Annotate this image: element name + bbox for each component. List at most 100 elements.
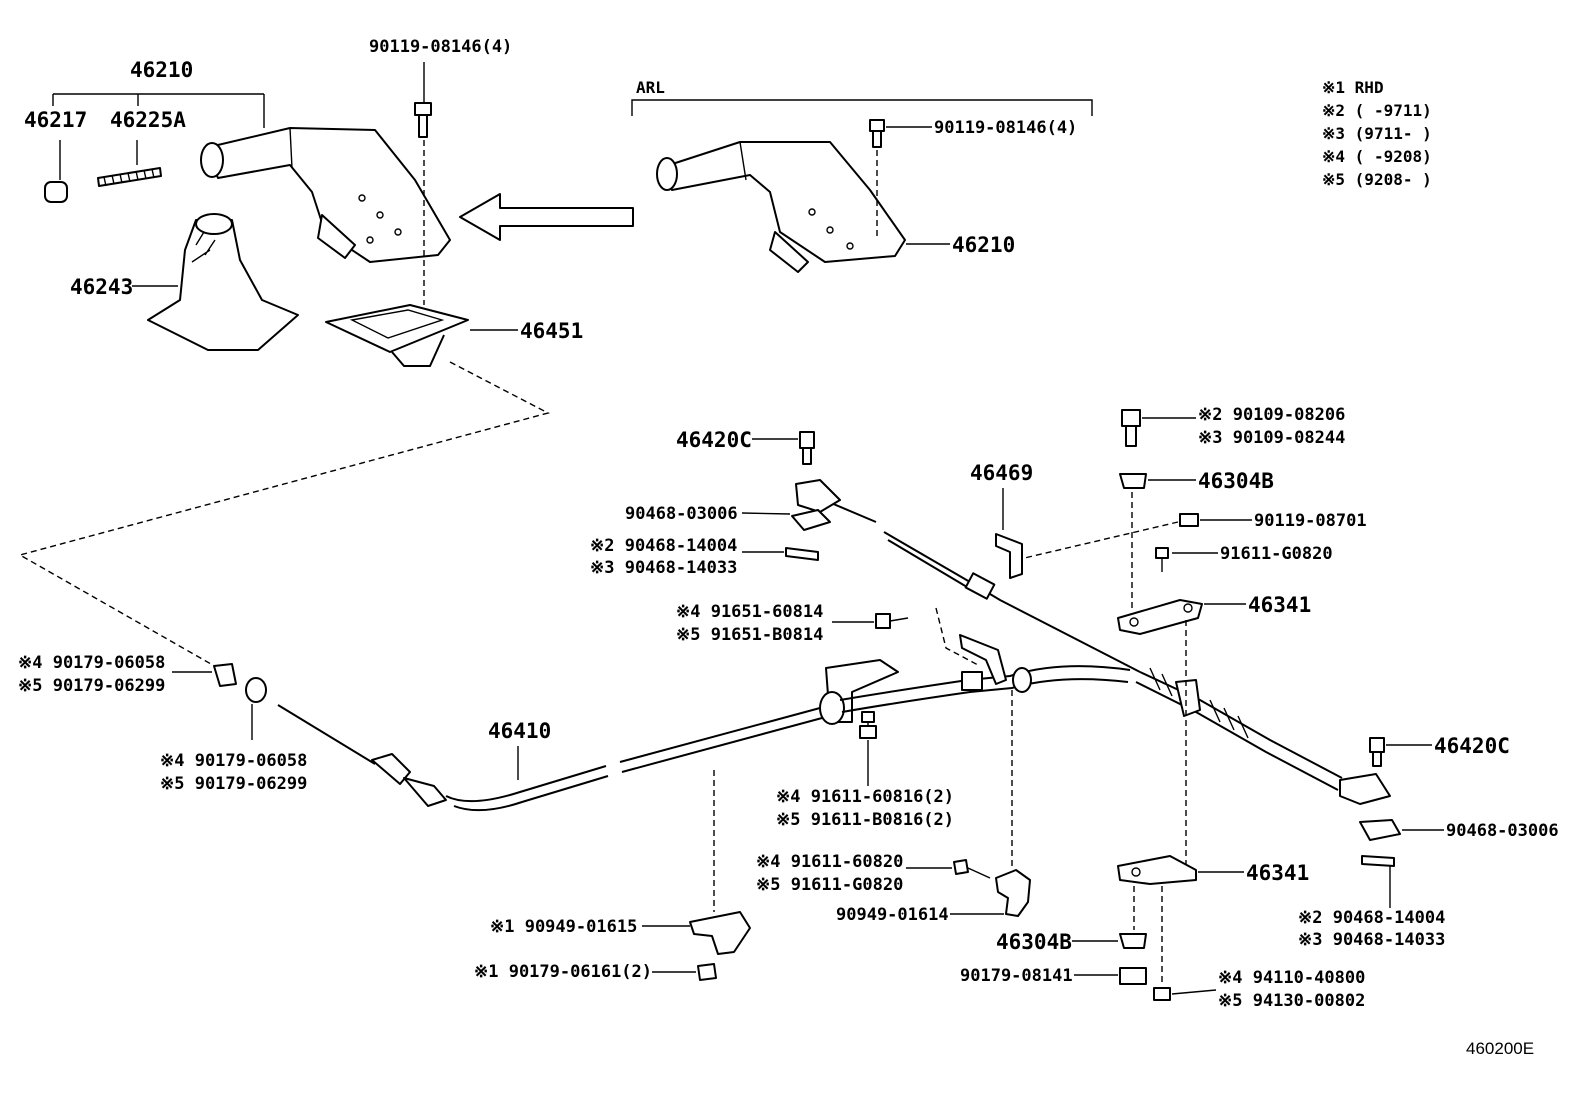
nut-90179-08141 <box>1119 967 1147 985</box>
label-90119-08146-a: 90119-08146(4) <box>369 37 512 57</box>
front-cable-boot <box>371 753 411 785</box>
lower-center-parts: ※4 91611-60816(2) ※5 91611-B0816(2) ※4 9… <box>474 690 1031 982</box>
legend: ※1 RHD ※2 ( -9711) ※3 (9711- ) ※4 ( -920… <box>1322 78 1432 189</box>
label-90179-08141: 90179-08141 <box>960 966 1073 986</box>
label-90468-03006-a: 90468-03006 <box>625 504 738 524</box>
label-46341-a: 46341 <box>1248 593 1311 617</box>
dash-plate-to-cable <box>18 361 550 669</box>
bracket-46341-a-hole <box>1129 617 1139 627</box>
center-cable <box>839 665 1131 713</box>
bracket-46469 <box>995 533 1023 579</box>
dash-90119-08701 <box>1015 521 1179 561</box>
lever-hole-2 <box>376 211 384 219</box>
label-91611-G0820-a: 91611-G0820 <box>1220 544 1333 564</box>
label-46341-b: 46341 <box>1246 861 1309 885</box>
spring-coils <box>103 168 155 187</box>
bolt-91611-60820 <box>953 859 969 875</box>
label-90949-01615: ※1 90949-01615 <box>490 917 637 937</box>
label-46451: 46451 <box>520 319 583 343</box>
cable-coils <box>1149 667 1249 739</box>
label-46420C-a: 46420C <box>676 428 752 452</box>
pin-90468-14004-b <box>1361 855 1395 867</box>
label-46469: 46469 <box>970 461 1033 485</box>
group-bracket-46210 <box>52 93 265 128</box>
bolt-91611-60816-head <box>861 711 875 723</box>
center-cable-collar <box>961 671 983 691</box>
legend-item-3: ※3 (9711- ) <box>1322 124 1432 143</box>
label-46304B-b: 46304B <box>996 930 1072 954</box>
lower-left-grommets: ※4 90179-06058 ※5 90179-06299 ※4 90179-0… <box>18 653 307 794</box>
legend-item-1: ※1 RHD <box>1322 78 1384 97</box>
lever-grip-end <box>200 142 224 178</box>
bolt-90109-shank <box>1125 425 1137 447</box>
lever-46210-arl <box>659 141 906 263</box>
label-90468-03006-b: 90468-03006 <box>1446 821 1559 841</box>
label-46210-top: 46210 <box>130 58 193 82</box>
legend-item-5: ※5 (9208- ) <box>1322 170 1432 189</box>
upper-cable-collar <box>964 572 996 600</box>
bolt-90119-08146-b-shank <box>872 130 882 148</box>
bolt-91651 <box>875 613 891 629</box>
bolt-90119-08146-b-head <box>869 119 885 132</box>
lever-assembly-group: 46210 46217 46225A 90119-08146(4) 46243 <box>18 37 583 669</box>
grommet-46304B-b <box>1119 933 1147 949</box>
legend-item-4: ※4 ( -9208) <box>1322 147 1432 166</box>
label-90109-08206: ※2 90109-08206 <box>1198 405 1345 425</box>
front-cable-sheath-2 <box>619 707 823 773</box>
label-91651-B0814: ※5 91651-B0814 <box>676 625 823 645</box>
label-46304B-a: 46304B <box>1198 469 1274 493</box>
boot-collar <box>195 213 233 235</box>
lever-grip-seam <box>289 127 293 169</box>
equalizer-grommet <box>819 691 845 725</box>
bracket-46341-b <box>1117 855 1197 885</box>
bolt-90109-head <box>1121 409 1141 427</box>
bolt-91611-60820-shank <box>967 867 991 879</box>
center-cable-ring <box>1012 667 1032 693</box>
bolt-91611-60816-washer <box>859 725 877 739</box>
boot-folds <box>191 231 216 263</box>
label-90468-14004-a: ※2 90468-14004 <box>590 536 737 556</box>
grommet-46304B-a <box>1119 473 1147 489</box>
leader-90468-03006-a <box>741 512 791 515</box>
cable-end-clevis-b <box>1339 773 1391 805</box>
cable-end-clevis-a <box>795 479 841 513</box>
lever-hole-4 <box>366 236 374 244</box>
diagram-code: 460200E <box>1466 1039 1534 1058</box>
label-46225A: 46225A <box>110 108 186 132</box>
lever-arl-hole-2 <box>826 226 834 234</box>
nut-94110-40800 <box>1153 987 1171 1001</box>
pin-46420C-b-shank <box>1372 751 1382 767</box>
label-90468-14004-b: ※2 90468-14004 <box>1298 908 1445 928</box>
lever-ratchet <box>317 214 356 259</box>
label-90109-08244: ※3 90109-08244 <box>1198 428 1345 448</box>
label-94110-40800: ※4 94110-40800 <box>1218 968 1365 988</box>
front-cable-rod <box>277 704 376 765</box>
lever-hole-3 <box>394 228 402 236</box>
cable-junction <box>1175 679 1201 717</box>
clip-90468-03006-b <box>1359 819 1401 841</box>
plate-opening <box>349 309 445 339</box>
lever-arl-grip-seam <box>739 141 747 181</box>
label-91611-60820: ※4 91611-60820 <box>756 852 903 872</box>
pin-90468-14004-a <box>785 547 819 561</box>
label-90468-14033-a: ※3 90468-14033 <box>590 558 737 578</box>
clamp-90949-01614 <box>995 869 1031 917</box>
label-90179-06299-b: ※5 90179-06299 <box>160 774 307 794</box>
rear-right-cable <box>1135 671 1343 791</box>
label-90179-06058-b: ※4 90179-06058 <box>160 751 307 771</box>
label-90119-08146-b: 90119-08146(4) <box>934 118 1077 138</box>
label-90468-14033-b: ※3 90468-14033 <box>1298 930 1445 950</box>
pin-46420C-a-shank <box>802 447 812 465</box>
bolt-91611-G0820-a <box>1155 547 1169 559</box>
label-94130-00802: ※5 94130-00802 <box>1218 991 1365 1011</box>
label-90119-08701: 90119-08701 <box>1254 511 1367 531</box>
label-arl: ARL <box>636 78 665 97</box>
label-91651-60814: ※4 91651-60814 <box>676 602 823 622</box>
label-90949-01614: 90949-01614 <box>836 905 949 925</box>
bracket-46341-b-hole <box>1131 867 1141 877</box>
lever-46210 <box>204 127 451 263</box>
label-90179-06299-a: ※5 90179-06299 <box>18 676 165 696</box>
label-91611-B0816: ※5 91611-B0816(2) <box>776 810 954 830</box>
arrow-left-icon <box>459 193 634 241</box>
